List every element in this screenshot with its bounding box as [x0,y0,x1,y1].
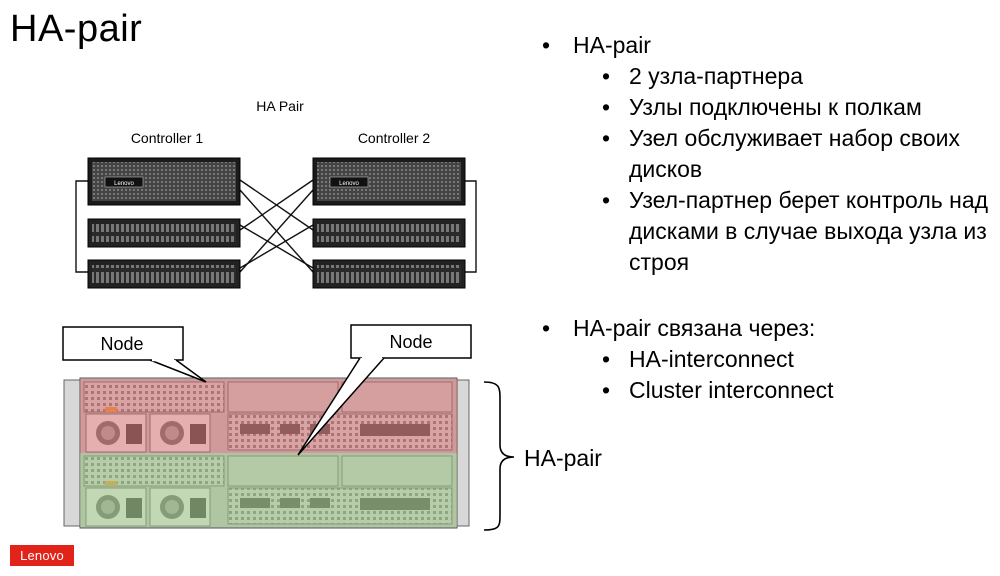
sub-bullet-item: 2 узла-партнера [602,61,995,92]
bullet-item: HA-pair связана через: HA-interconnect C… [540,313,995,406]
sub-bullet-item: Узел-партнер берет контроль над дисками … [602,185,995,278]
bullet-text: HA-pair связана через: [573,315,816,341]
controller-2-label: Controller 2 [358,130,431,146]
controller-1-label: Controller 1 [131,130,204,146]
ha-pair-brace-label: HA-pair [524,445,602,471]
ha-pair-brace [483,381,515,531]
controller-1: Lenovo [87,157,241,206]
sub-bullet-item: Узлы подключены к полкам [602,92,995,123]
cabling [75,179,477,273]
node-callout-right: Node [297,324,472,456]
lenovo-logo: Lenovo [10,545,74,566]
ha-pair-diagram-title: HA Pair [256,98,304,114]
controller-2-shelf-2 [312,259,466,289]
node-callout-left-text: Node [100,334,143,354]
controller-1-shelf-2 [87,259,241,289]
controller-2-badge: Lenovo [339,181,359,187]
sub-bullet-item: HA-interconnect [602,344,995,375]
controller-2: Lenovo [312,157,466,206]
sub-bullet-item: Cluster interconnect [602,375,995,406]
controller-1-badge: Lenovo [114,181,134,187]
bullet-list: HA-pair 2 узла-партнера Узлы подключены … [540,30,995,406]
node-1-overlay [80,379,457,453]
chassis-rear-view [63,377,470,529]
slide-title: HA-pair [10,8,143,50]
controller-1-shelf-1 [87,218,241,248]
bullet-text: HA-pair [573,32,651,58]
controller-2-shelf-1 [312,218,466,248]
node-2-overlay [80,453,457,527]
node-callout-right-text: Node [389,332,432,352]
bullet-item: HA-pair 2 узла-партнера Узлы подключены … [540,30,995,278]
node-callout-left: Node [62,326,207,383]
sub-bullet-item: Узел обслуживает набор своих дисков [602,123,995,185]
